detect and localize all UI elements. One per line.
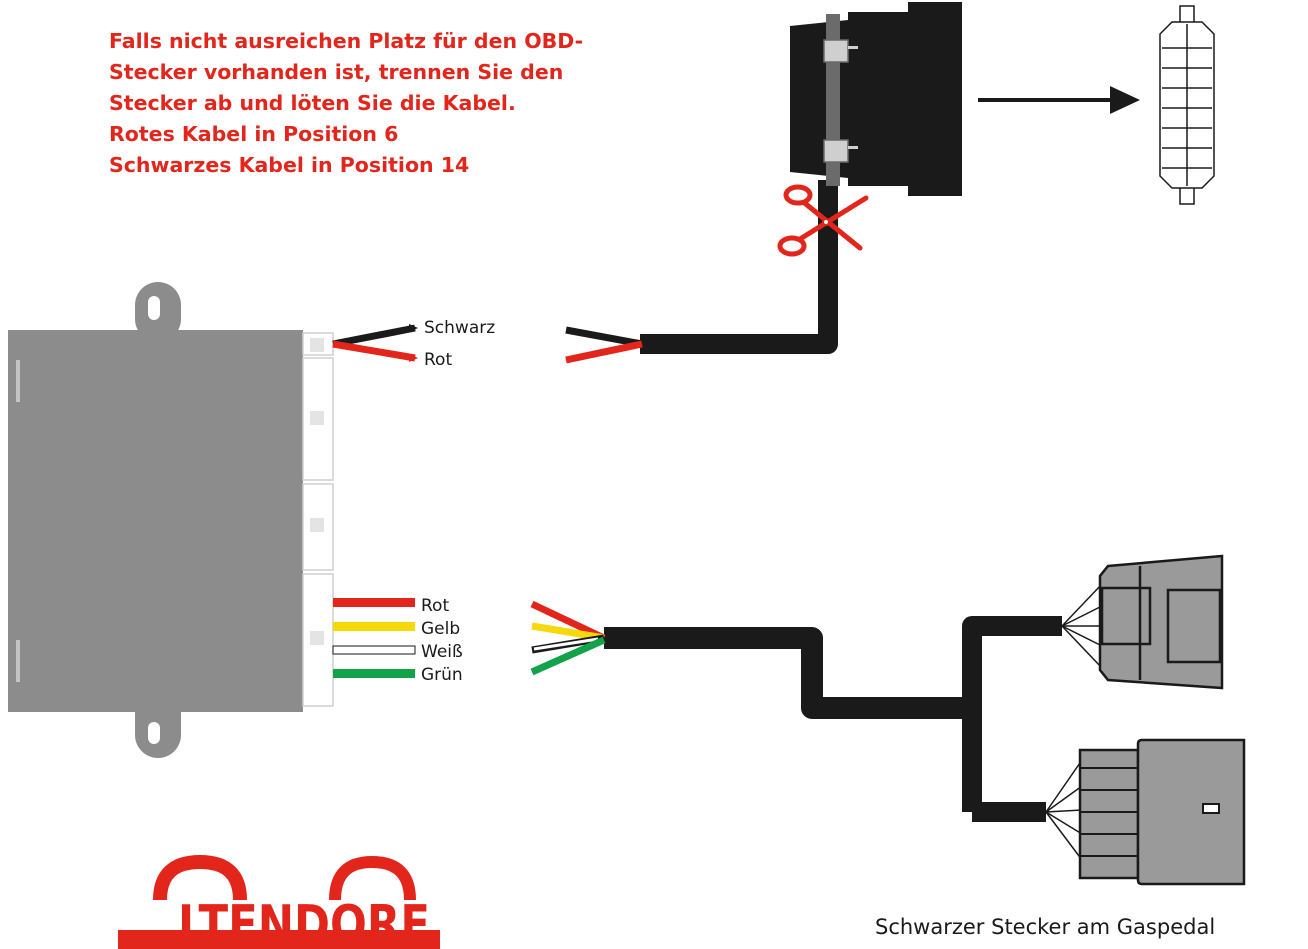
module-signal-wires — [332, 598, 416, 678]
label-signal-red: Rot — [421, 596, 450, 616]
arrow-right-icon — [978, 86, 1140, 114]
control-module — [8, 282, 334, 758]
pedal-connector-lower — [1045, 738, 1246, 886]
instruction-line: Stecker vorhanden ist, trennen Sie den — [109, 60, 564, 84]
obd-cable — [565, 180, 838, 364]
module-power-wires — [332, 324, 418, 362]
logo-text: LTENDORF — [178, 895, 430, 949]
label-signal-green: Grün — [421, 665, 463, 685]
pedal-connector-upper — [1061, 554, 1224, 690]
instruction-line: Rotes Kabel in Position 6 — [109, 122, 399, 146]
logo: LTENDORF — [118, 854, 440, 949]
obd-plug — [790, 2, 962, 196]
pedal-connector-caption: Schwarzer Stecker am Gaspedal — [875, 915, 1216, 939]
instruction-line: Falls nicht ausreichen Platz für den OBD… — [109, 29, 584, 53]
label-black-wire: Schwarz — [424, 318, 496, 338]
instruction-text: Falls nicht ausreichen Platz für den OBD… — [109, 26, 749, 181]
label-signal-white: Weiß — [421, 642, 463, 662]
obd-socket-pinout — [1159, 5, 1215, 205]
scissors-icon — [777, 184, 869, 257]
label-signal-yellow: Gelb — [421, 619, 461, 639]
label-red-wire: Rot — [424, 350, 453, 370]
instruction-line: Stecker ab und löten Sie die Kabel. — [109, 91, 516, 115]
pedal-harness — [530, 600, 1062, 822]
instruction-line: Schwarzes Kabel in Position 14 — [109, 153, 470, 177]
